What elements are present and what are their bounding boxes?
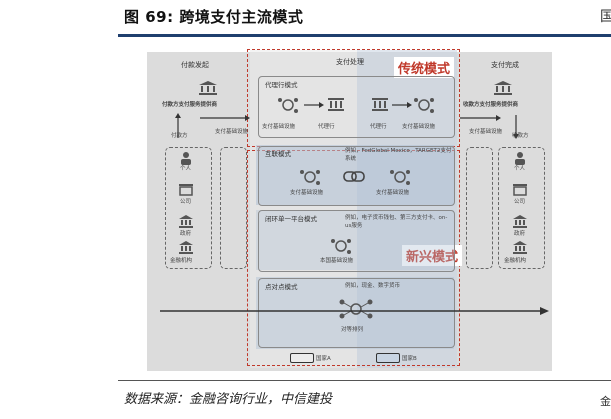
left-party-company: 公司 bbox=[180, 199, 192, 205]
source-note: 数据来源：金融咨询行业，中信建投 bbox=[124, 392, 333, 407]
left-infra-label: 支付基础设施 bbox=[215, 129, 249, 135]
corr-left-bank: 代理行 bbox=[318, 124, 335, 130]
right-party-fi: 金融机构 bbox=[504, 258, 527, 264]
p2p-node: 对等排列 bbox=[341, 327, 364, 333]
person-icon bbox=[181, 152, 191, 165]
corr-left-infra: 支付基础设施 bbox=[262, 124, 296, 130]
left-party-person: 个人 bbox=[180, 166, 192, 172]
government-icon bbox=[513, 215, 527, 228]
bank-icon bbox=[179, 241, 193, 254]
closed-loop-mode-box bbox=[258, 210, 455, 272]
right-provider: 收款方支付服务提供商 bbox=[463, 102, 519, 108]
interlink-example: 例如，FedGlobal Mexico，TARGET2支付系统 bbox=[345, 148, 452, 162]
correspondent-mode-box bbox=[258, 76, 455, 138]
left-provider: 付款方支付服务提供商 bbox=[162, 102, 218, 108]
col-head-left: 付款发起 bbox=[181, 61, 209, 69]
closed-loop-infra: 本国基础设施 bbox=[320, 258, 354, 264]
figure-title: 图 69: 跨境支付主流模式 bbox=[124, 8, 304, 26]
gear-network-icon bbox=[331, 239, 351, 254]
bank-icon bbox=[513, 241, 527, 254]
interlink-mode-box bbox=[258, 146, 455, 206]
legend-country-a: 国家A bbox=[316, 356, 331, 362]
bank-icon bbox=[199, 81, 217, 95]
left-arrows bbox=[175, 113, 250, 138]
bank-icon bbox=[494, 81, 512, 95]
right-party-company: 公司 bbox=[514, 199, 526, 205]
right-payee-label: 收款方 bbox=[512, 133, 529, 139]
emerging-mode-label: 新兴模式 bbox=[402, 245, 463, 266]
left-party-gov: 政府 bbox=[180, 231, 192, 237]
left-party-fi: 金融机构 bbox=[170, 258, 193, 264]
left-payer-group bbox=[165, 147, 212, 269]
corr-right-bank: 代理行 bbox=[370, 124, 387, 130]
gear-network-icon bbox=[278, 98, 298, 113]
link-icon bbox=[343, 171, 365, 182]
bank-icon bbox=[372, 98, 388, 111]
edge-glyph: 国 bbox=[600, 9, 611, 25]
correspondent-mode-title: 代理行模式 bbox=[265, 81, 298, 89]
government-icon bbox=[179, 215, 193, 228]
building-icon bbox=[513, 184, 527, 196]
col-head-middle: 支付处理 bbox=[336, 58, 364, 66]
main-flow-arrow bbox=[160, 307, 549, 315]
interlink-mode-title: 互联模式 bbox=[265, 150, 291, 158]
p2p-mode-box bbox=[258, 278, 455, 348]
interlink-band bbox=[256, 145, 454, 205]
right-infra-label: 支付基础设施 bbox=[469, 129, 503, 135]
closed-loop-band bbox=[256, 210, 454, 270]
right-infra-group bbox=[466, 147, 493, 269]
closed-loop-gear bbox=[331, 239, 351, 254]
right-party-gov: 政府 bbox=[514, 231, 526, 237]
p2p-band bbox=[256, 277, 454, 349]
country-a-region bbox=[250, 50, 357, 368]
person-icon bbox=[515, 152, 525, 165]
interlink-left-infra: 支付基础设施 bbox=[290, 190, 324, 196]
interlink-flow bbox=[300, 170, 410, 185]
right-party-person: 个人 bbox=[514, 166, 526, 172]
closed-loop-mode-title: 闭环单一平台模式 bbox=[265, 215, 317, 223]
closed-loop-example: 例如，电子货币钱包、第三方支付卡、on-us服务 bbox=[345, 215, 448, 229]
gear-network-icon bbox=[390, 170, 410, 185]
title-rule bbox=[118, 34, 611, 37]
bottom-rule bbox=[118, 380, 611, 381]
col-head-right: 支付完成 bbox=[491, 61, 519, 69]
gear-network-icon bbox=[414, 98, 434, 113]
left-payer-label: 付款方 bbox=[171, 133, 188, 139]
correspondent-flow bbox=[278, 98, 434, 113]
p2p-example: 例如，现金、数字货币 bbox=[345, 283, 401, 289]
legend-country-b: 国家B bbox=[402, 356, 417, 362]
right-arrows bbox=[460, 115, 519, 139]
bank-icon bbox=[328, 98, 344, 111]
edge-char: 金 bbox=[600, 395, 611, 408]
left-infra-group bbox=[220, 147, 247, 269]
legend-country-b-swatch bbox=[376, 353, 400, 363]
traditional-mode-label: 传统模式 bbox=[394, 57, 455, 78]
p2p-mode-title: 点对点模式 bbox=[265, 283, 298, 291]
legend-country-a-swatch bbox=[290, 353, 314, 363]
right-payee-group bbox=[498, 147, 545, 269]
interlink-right-infra: 支付基础设施 bbox=[376, 190, 410, 196]
gear-network-icon bbox=[300, 170, 320, 185]
building-icon bbox=[179, 184, 193, 196]
corr-right-infra: 支付基础设施 bbox=[402, 124, 436, 130]
